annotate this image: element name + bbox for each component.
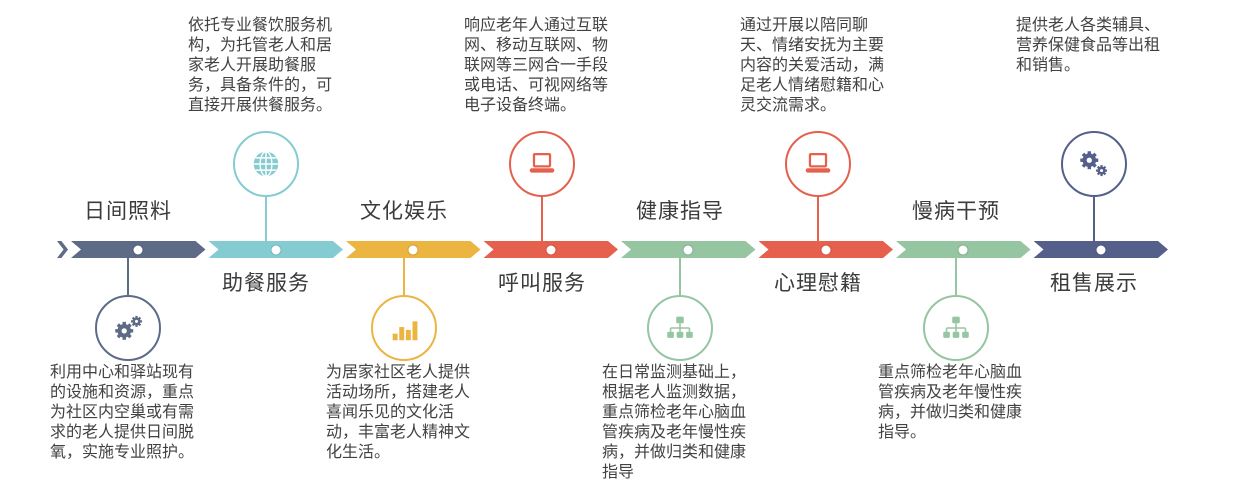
description-day-care: 利用中心和驿站现有的设施和资源，重点为社区内空巢或有需求的老人提供日间脱氧，实施… (50, 364, 195, 461)
timeline-node-dot (1096, 245, 1105, 254)
timeline-node-dot (546, 245, 555, 254)
timeline-segment-7 (896, 241, 1031, 258)
timeline-node-dot (684, 245, 693, 254)
timeline-segment-2 (209, 241, 344, 258)
laptop-icon (801, 147, 835, 181)
icon-circle-day-care (95, 295, 161, 361)
icon-circle-rental-display (1061, 131, 1127, 197)
timeline-node-dot (821, 245, 830, 254)
icon-circle-meal-service (233, 131, 299, 197)
icon-circle-health-guidance (647, 295, 713, 361)
stage-label-chronic-disease: 慢病干预 (912, 200, 1000, 223)
connector-line (541, 196, 543, 242)
bar-chart-icon (387, 311, 421, 345)
connector-line (403, 257, 405, 297)
description-call-service: 响应老年人通过互联网、移动互联网、物联网等三网合一手段或电话、可视网络等电子设备… (464, 17, 609, 114)
stage-label-health-guidance: 健康指导 (636, 200, 724, 223)
icon-circle-chronic-disease (923, 295, 989, 361)
icon-circle-culture (371, 295, 437, 361)
description-meal-service: 依托专业餐饮服务机构，为托管老人和居家老人开展助餐服务，具备条件的，可直接开展供… (188, 17, 333, 114)
timeline-segment-5 (621, 241, 756, 258)
connector-line (265, 196, 267, 242)
org-network-icon (663, 311, 697, 345)
connector-line (1093, 196, 1095, 242)
stage-label-call-service: 呼叫服务 (498, 272, 586, 295)
timeline-start-chevron (57, 241, 68, 258)
timeline-segment-4 (484, 241, 619, 258)
timeline-node-dot (959, 245, 968, 254)
gears-icon (111, 311, 145, 345)
description-rental-display: 提供老人各类辅具、营养保健食品等出租和销售。 (1016, 17, 1161, 74)
connector-line (817, 196, 819, 242)
icon-circle-call-service (509, 131, 575, 197)
stage-label-culture: 文化娱乐 (360, 200, 448, 223)
globe-icon (249, 147, 283, 181)
connector-line (127, 257, 129, 297)
timeline-node-dot (271, 245, 280, 254)
stage-label-meal-service: 助餐服务 (222, 272, 310, 295)
timeline-segment-1 (71, 241, 206, 258)
gears-icon (1077, 147, 1111, 181)
timeline-segment-6 (759, 241, 894, 258)
timeline-node-dot (409, 245, 418, 254)
description-culture: 为居家社区老人提供活动场所，搭建老人喜闻乐见的文化活动，丰富老人精神文化生活。 (326, 364, 471, 461)
stage-label-rental-display: 租售展示 (1050, 272, 1138, 295)
description-chronic-disease: 重点筛检老年心脑血管疾病及老年慢性疾病，并做归类和健康指导。 (878, 364, 1023, 441)
timeline-segment-8 (1034, 241, 1169, 258)
laptop-icon (525, 147, 559, 181)
stage-label-psych-comfort: 心理慰籍 (774, 272, 862, 295)
description-health-guidance: 在日常监测基础上，根据老人监测数据，重点筛检老年心脑血管疾病及老年慢性疾病，并做… (602, 364, 747, 481)
description-psych-comfort: 通过开展以陪同聊天、情绪安抚为主要内容的关爱活动，满足老人情绪慰籍和心灵交流需求… (740, 17, 885, 114)
stage-label-day-care: 日间照料 (84, 200, 172, 223)
icon-circle-psych-comfort (785, 131, 851, 197)
org-network-icon (939, 311, 973, 345)
connector-line (679, 257, 681, 297)
timeline-node-dot (134, 245, 143, 254)
timeline-segment-3 (346, 241, 481, 258)
connector-line (955, 257, 957, 297)
timeline-bar (57, 241, 1168, 258)
